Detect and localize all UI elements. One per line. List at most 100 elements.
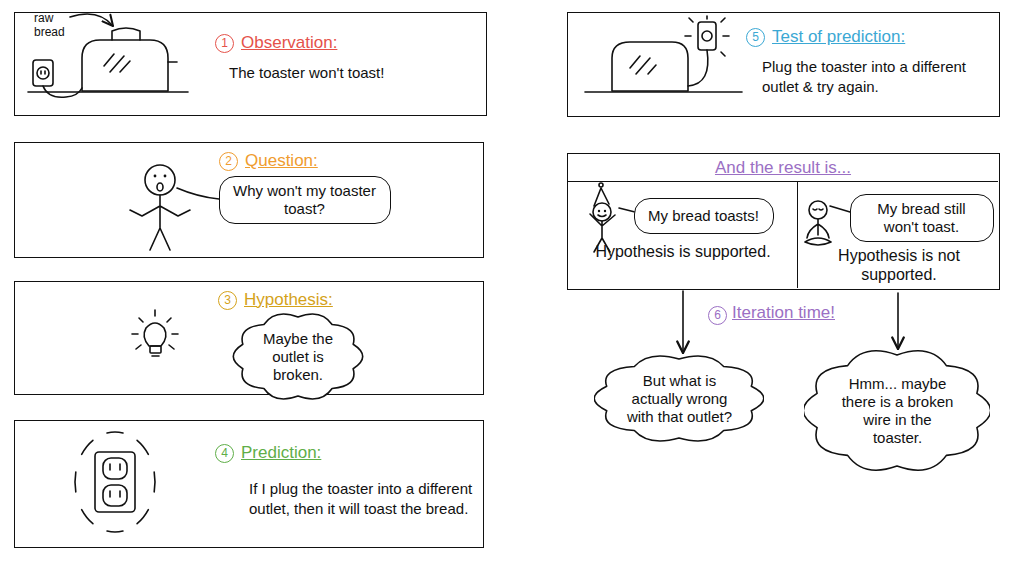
- speech-bubble: My bread still won't toast.: [850, 194, 994, 242]
- stick-figure: [130, 165, 219, 250]
- body-text: The toaster won't toast!: [215, 63, 477, 83]
- thought-cloud: Hmm... maybe there is a broken wire in t…: [804, 346, 990, 475]
- callout-number: 4: [215, 444, 234, 463]
- toaster-illustration: [685, 16, 729, 56]
- text-block: Hmm... maybe there is a broken wire in t…: [838, 375, 957, 447]
- outlet-icon: [153, 472, 155, 492]
- question-panel: 2 Question: Why won't my toaster toast?: [14, 142, 484, 258]
- prediction-panel: 4Prediction: If I plug the toaster into a…: [14, 420, 484, 548]
- observation-panel: 1Observation:The toaster won't toast!: [14, 12, 487, 116]
- result-half: Hypothesis is not supported. My bread sti…: [798, 181, 998, 290]
- party-figure: [593, 203, 611, 221]
- party-figure: [619, 208, 635, 212]
- step-heading: Test of prediction:: [772, 27, 905, 47]
- outlet-icon: [95, 452, 135, 512]
- lightbulb-icon: [132, 310, 178, 349]
- callout-number: 3: [218, 291, 237, 310]
- body-text: If I plug the toaster into a different o…: [215, 479, 477, 518]
- thought-text: Maybe the outlet is broken.: [255, 330, 341, 384]
- heading-row: 3 Hypothesis:: [218, 290, 468, 310]
- outlet-icon: [82, 510, 93, 524]
- toaster-illustration: [41, 71, 45, 74]
- toaster-illustration: [33, 60, 53, 86]
- text-block: My bread still won't toast.: [861, 200, 982, 236]
- party-figure: [599, 183, 603, 187]
- thought-text: But what is actually wrong with that out…: [625, 372, 734, 426]
- toaster-illustration: [82, 40, 168, 91]
- stick-figure: [177, 188, 219, 199]
- outlet-icon: [103, 458, 127, 479]
- outlet-icon: [137, 440, 148, 454]
- text-block: Why won't my toaster toast?: [230, 182, 379, 218]
- leader-arrow: [70, 14, 113, 26]
- text-block: 4Prediction: If I plug the toaster into a…: [215, 443, 477, 518]
- outlet-icon: [110, 464, 120, 497]
- text-block: 2 Question:: [219, 151, 469, 171]
- toaster-illustration: [43, 86, 82, 97]
- hypothesis-panel: 3 Hypothesis: Maybe the outlet is broken.: [14, 281, 484, 395]
- cloud-outline: [233, 314, 362, 399]
- flow-arrow: [682, 291, 684, 353]
- toaster-illustration: [702, 31, 712, 41]
- result-panel: And the result is... Hypothesis is suppor…: [567, 153, 1000, 290]
- callout-number: 2: [219, 152, 238, 171]
- meditating-figure: [807, 219, 829, 238]
- toaster-illustration: [112, 28, 140, 40]
- meditating-figure: [805, 201, 850, 245]
- toaster-illustration: [698, 22, 716, 50]
- part-label: raw bread: [34, 12, 76, 40]
- party-figure: [590, 183, 635, 252]
- text-block: 1Observation:The toaster won't toast!: [215, 33, 477, 83]
- text-block: 3 Hypothesis:: [218, 290, 468, 310]
- body-text: Hypothesis is supported.: [588, 242, 778, 261]
- speech-bubble: My bread toasts!: [634, 198, 774, 234]
- lightbulb-icon: [152, 355, 159, 357]
- outlet-icon: [107, 431, 123, 434]
- speech-text: Why won't my toaster toast?: [230, 182, 379, 218]
- toaster-illustration: [168, 61, 177, 63]
- lightbulb-icon: [132, 310, 178, 356]
- toaster-illustration: [37, 67, 49, 79]
- speech-text: My bread toasts!: [645, 207, 762, 225]
- speech-bubble: Why won't my toaster toast?: [219, 176, 391, 224]
- step-heading: Iteration time!: [732, 303, 835, 323]
- speech-text: My bread still won't toast.: [861, 200, 982, 236]
- result-half: Hypothesis is supported. My bread toasts!: [568, 181, 798, 288]
- flow-arrow: [897, 293, 899, 349]
- toaster-illustration: [585, 16, 742, 92]
- stick-figure: [130, 195, 190, 250]
- thought-cloud: Maybe the outlet is broken.: [231, 308, 365, 405]
- test-panel: 5Test of prediction:Plug the toaster int…: [567, 12, 1000, 117]
- step-heading: Question:: [245, 151, 318, 171]
- body-text: Hypothesis is not supported.: [816, 246, 982, 284]
- heading-row: 2 Question:: [219, 151, 469, 171]
- callout-number: 5: [746, 28, 765, 47]
- heading-row: 5 Test of prediction:: [746, 27, 994, 47]
- text-block: Hypothesis is supported.: [588, 242, 778, 261]
- cloud-outline: [804, 351, 990, 470]
- text-block: But what is actually wrong with that out…: [625, 372, 734, 426]
- text-block: Hypothesis is not supported.: [816, 246, 982, 284]
- heading-row: 4Prediction:: [215, 443, 477, 463]
- outlet-icon: [75, 432, 155, 532]
- cloud-outline: [594, 356, 764, 441]
- step-heading: Observation:: [241, 33, 337, 53]
- outlet-icon: [82, 440, 93, 454]
- outlet-icon: [74, 472, 76, 492]
- result-title: And the result is...: [568, 158, 998, 178]
- party-figure: [598, 215, 606, 217]
- meditating-figure: [830, 206, 850, 212]
- outlet-icon: [107, 530, 123, 533]
- text-block: And the result is...: [568, 158, 998, 178]
- leader-arrow: [70, 14, 113, 26]
- toaster-illustration: [612, 42, 688, 91]
- lightbulb-icon: [144, 323, 166, 346]
- meditating-figure: [805, 238, 831, 245]
- text-block: 5Test of prediction:Plug the toaster int…: [746, 27, 994, 96]
- outlet-icon: [137, 510, 148, 524]
- step-heading: Hypothesis:: [244, 290, 333, 310]
- party-figure: [594, 188, 609, 206]
- party-figure: [598, 210, 600, 212]
- text-block: Maybe the outlet is broken.: [255, 330, 341, 384]
